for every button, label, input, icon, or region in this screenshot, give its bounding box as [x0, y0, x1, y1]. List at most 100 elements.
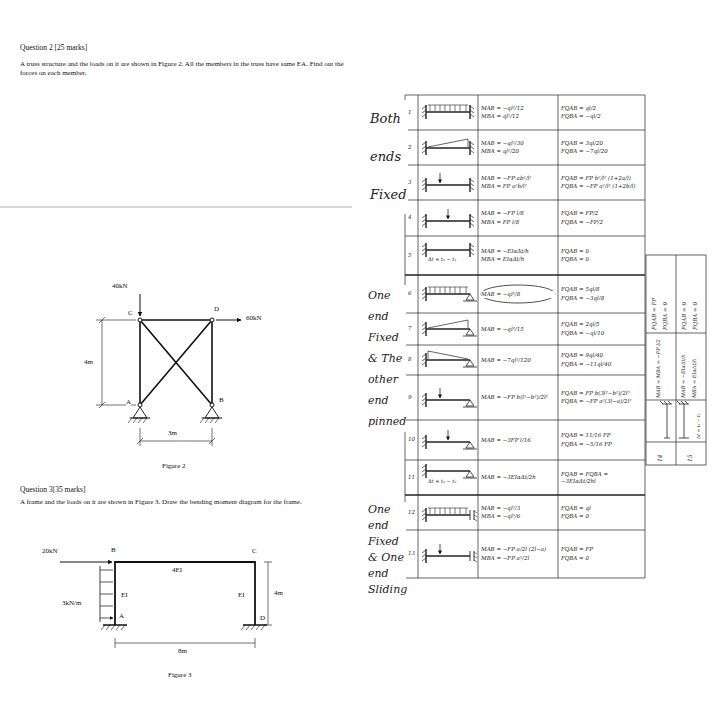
handwritten-group: One end Fixed & The other end pinned — [368, 285, 406, 432]
frame-figure — [103, 624, 267, 626]
beam-sketches — [426, 442, 470, 443]
table-formula: FQBA = −FP a²/l² (1+2b/l) — [561, 183, 643, 190]
beam-sketches — [426, 556, 470, 557]
question-text: A truss structure and the loads on it ar… — [20, 60, 350, 78]
table-formula: MAB = −FP b(l²−b²)/2l² — [481, 394, 555, 401]
truss-figure — [137, 428, 215, 446]
beam-sketches — [463, 329, 477, 336]
beam-sketches — [422, 393, 426, 407]
row-number: 8 — [408, 356, 412, 362]
beam-sketches — [422, 214, 426, 228]
beam-sketches — [422, 544, 477, 563]
joint-label: A — [119, 612, 124, 620]
figure-caption: Figure 2 — [162, 462, 186, 470]
beam-sketches — [422, 388, 477, 407]
table-formula: MAB = −FP ab²/l² — [481, 175, 555, 182]
beam-sketches — [463, 400, 477, 407]
rotated-formula: FQAB = 0 — [681, 302, 687, 330]
separator-line — [0, 207, 352, 208]
table-formula: MBA = FP a²b/l² — [481, 183, 555, 190]
handwritten-group: One end Fixed & One end Sliding — [368, 502, 406, 598]
rotated-table — [646, 255, 706, 465]
fixed-end-table — [481, 285, 555, 303]
load-label: 3kN/m — [62, 599, 81, 607]
beam-sketches — [426, 112, 470, 113]
table-formula: FQBA = −5/16 FP — [561, 441, 643, 448]
table-formula: MAB = −ql²/3 — [481, 505, 555, 512]
beam-sketches — [426, 329, 470, 330]
beam-sketches — [470, 105, 474, 119]
rotated-formula: MBA = EIαΔt/h — [692, 359, 698, 398]
beam-sketches — [470, 510, 477, 521]
beam-sketches — [426, 148, 470, 149]
handwritten-group: Both ends Fixed — [370, 100, 408, 214]
truss-figure — [138, 318, 142, 322]
joint-label: B — [219, 396, 224, 404]
beam-sketches — [422, 105, 477, 563]
row-number: 9 — [408, 394, 412, 400]
truss-figure — [130, 418, 222, 419]
load-label: 20kN — [42, 547, 58, 555]
beam-sketches — [422, 464, 477, 478]
table-formula: FQBA = −ql/2 — [561, 113, 643, 120]
rotated-formula: FQAB = FP — [651, 298, 657, 330]
table-formula: MAB = −FP a/2l (2l−a) — [481, 546, 555, 553]
table-formula: Δt = t₂ − t₁ — [428, 257, 456, 263]
frame-figure — [60, 562, 112, 563]
joint-label: C — [252, 547, 257, 555]
table-formula: MBA = FP l/8 — [481, 219, 555, 226]
beam-sketches — [428, 105, 468, 111]
beam-sketches — [426, 360, 470, 361]
beam-sketches — [422, 508, 477, 522]
beam-sketches — [422, 209, 474, 228]
stiffness-label: EI — [121, 591, 128, 599]
beam-sketches — [463, 442, 477, 449]
beam-sketches — [422, 287, 477, 301]
joint-label: A — [126, 398, 131, 406]
beam-sketches — [428, 320, 468, 328]
table-formula: FQAB = 5ql/8 — [561, 286, 643, 293]
table-formula: FQAB = 11/16 FP — [561, 432, 643, 439]
beam-sketches — [463, 360, 477, 367]
table-formula: FQAB = 2ql/5 — [561, 321, 643, 328]
beam-sketches — [422, 287, 426, 301]
beam-sketches — [440, 173, 441, 183]
table-formula: Δt = t₁ − t₂ — [428, 479, 456, 485]
dimension-label: 3m — [168, 429, 177, 437]
joint-label: D — [214, 305, 219, 313]
beam-sketches — [448, 430, 449, 440]
table-formula: MAB = −FP l/8 — [481, 210, 555, 217]
beam-sketches — [428, 508, 468, 514]
rotated-table — [677, 401, 689, 438]
load-label: 40kN — [112, 282, 128, 290]
fixed-end-table — [405, 275, 645, 495]
table-formula: MBA = EIαΔt/h — [481, 256, 555, 263]
frame-figure — [101, 625, 265, 630]
rotated-formula: 14 — [657, 454, 664, 462]
joint-label: B — [111, 546, 116, 554]
beam-sketches — [470, 141, 474, 155]
row-number: 1 — [408, 109, 412, 115]
row-number: 4 — [408, 214, 412, 220]
beam-sketches — [428, 139, 468, 147]
row-number: 3 — [408, 179, 412, 185]
table-formula: MBA = −ql²/6 — [481, 513, 555, 520]
truss-figure — [96, 317, 136, 408]
beam-sketches — [428, 351, 468, 359]
table-formula: MAB = −ql²/30 — [481, 140, 555, 147]
table-formula: FQBA = −FP/2 — [561, 219, 643, 226]
row-number: 7 — [408, 325, 412, 331]
beam-sketches — [422, 320, 477, 336]
table-formula: MAB = −EIαΔt/h — [481, 248, 555, 255]
table-formula: FQAB = 3ql/20 — [561, 140, 643, 147]
rotated-table — [646, 255, 706, 465]
table-formula: MAB = −ql²/8 — [481, 291, 555, 298]
beam-sketches — [463, 471, 477, 478]
beam-sketches — [426, 400, 470, 401]
stiffness-label: 4EI — [172, 566, 182, 574]
beam-sketches — [470, 214, 474, 228]
beam-sketches — [422, 353, 426, 367]
beam-sketches — [422, 430, 477, 449]
row-number: 10 — [408, 436, 415, 442]
